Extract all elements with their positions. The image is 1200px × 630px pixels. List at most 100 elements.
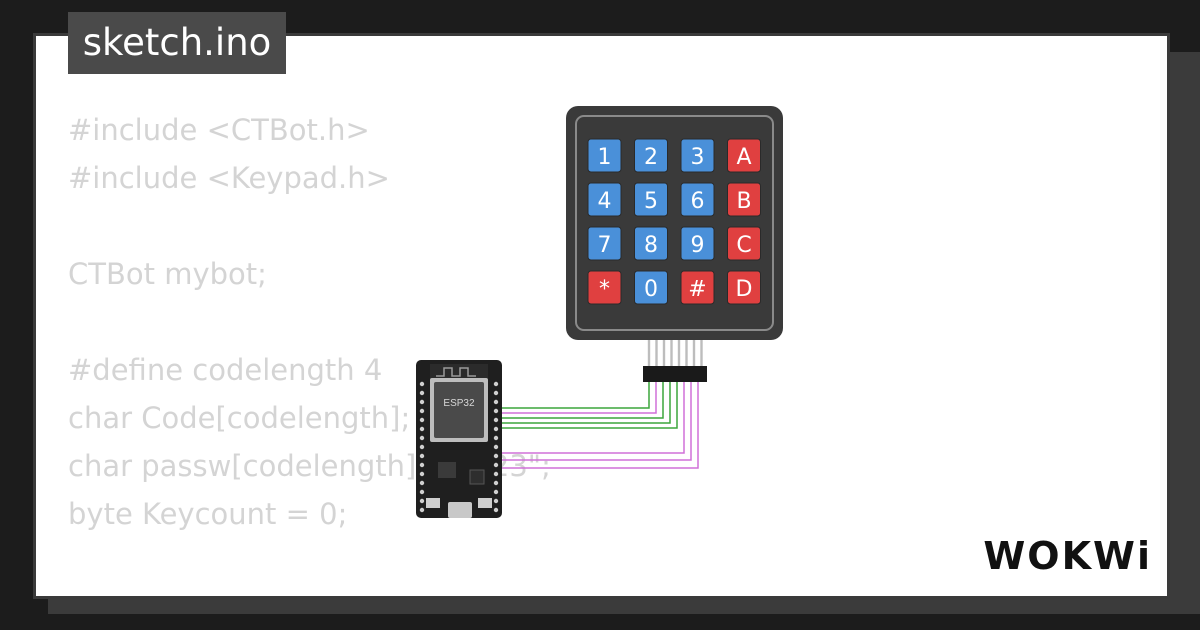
keypad-key[interactable]: A [727,138,761,173]
antenna-trace [436,367,476,377]
board-pin [493,489,499,495]
keypad-key[interactable]: D [727,270,761,305]
key-label: 4 [598,189,612,214]
key-face [727,138,761,173]
wire [498,382,678,429]
key-label: 8 [644,233,658,258]
wire [498,382,664,419]
board-pin [493,462,499,468]
key-face [680,226,715,261]
esp32-board[interactable]: ESP32 [416,360,502,518]
key-label: 6 [691,189,705,214]
board-pin [493,426,499,432]
code-editor: #include <CTBot.h>#include <Keypad.h>CTB… [68,106,551,596]
keypad-key[interactable]: 6 [680,182,715,217]
code-line: CTBot mybot; [68,257,267,291]
board-pin [419,444,425,450]
key-label: 5 [644,189,658,214]
key-label: B [736,189,751,214]
board-pin [419,462,425,468]
wire [498,382,699,469]
key-label: A [736,145,751,170]
key-label: # [688,277,706,302]
key-face [587,182,622,217]
key-face [634,226,668,261]
key-face [727,182,761,217]
keypad-keys: 1 2 3 A 4 5 6 B 7 8 9 C * 0 # D [587,138,761,305]
board-pin [419,480,425,486]
board-pin-headers [419,381,499,513]
key-label: 2 [644,145,658,170]
board-pin [493,390,499,396]
key-label: 3 [691,145,705,170]
keypad-key[interactable]: 0 [634,270,668,305]
key-face [727,270,761,305]
esp32-label: ESP32 [443,398,475,409]
key-label: 9 [691,233,705,258]
board-pin [493,381,499,387]
keypad-key[interactable]: 8 [634,226,668,261]
connector-pin [655,340,658,368]
code-line: const byte ROWS = 4; [68,586,551,596]
keypad-connector [643,340,707,382]
en-button[interactable] [478,498,492,508]
connector-pin [670,340,673,368]
wokwi-logo: WOKWi [983,534,1152,578]
board-pin [493,408,499,414]
key-face [680,182,715,217]
board-pin [419,399,425,405]
keypad-key[interactable]: 7 [587,226,622,261]
code-line: byte Keycount = 0; [68,497,348,531]
keypad-key[interactable]: B [727,182,761,217]
keypad-bezel [575,115,774,331]
key-label: 1 [598,145,612,170]
code-line: #define codelength 4 [68,353,383,387]
keypad-key[interactable]: # [680,270,715,305]
keypad-4x4[interactable]: 1 2 3 A 4 5 6 B 7 8 9 C * 0 # D [566,106,783,340]
board-pin [419,390,425,396]
key-label: C [736,233,751,258]
file-tab[interactable]: sketch.ino [68,12,286,74]
boot-button[interactable] [426,498,440,508]
key-face [634,182,668,217]
board-pin [419,498,425,504]
board-pin [493,471,499,477]
connector-header [643,366,707,382]
board-pin [493,399,499,405]
key-face [634,138,668,173]
esp32-module [434,382,484,438]
wire [498,382,657,414]
keypad-key[interactable]: 4 [587,182,622,217]
usb-port [448,502,472,518]
wires [498,382,699,469]
keypad-key[interactable]: 2 [634,138,668,173]
board-pin [493,417,499,423]
board-pin [493,507,499,513]
board-pin [419,417,425,423]
usb-chip [469,469,485,485]
board-pin [493,453,499,459]
key-label: 7 [598,233,612,258]
board-pin [493,435,499,441]
key-face [680,138,715,173]
key-label: D [736,277,753,302]
connector-pin [685,340,688,368]
keypad-key[interactable]: * [587,270,622,305]
keypad-key[interactable]: C [727,226,761,261]
key-face [587,270,622,305]
keypad-key[interactable]: 3 [680,138,715,173]
wire [498,382,650,409]
key-face [680,270,715,305]
board-pin [419,435,425,441]
connector-pin [692,340,696,368]
board-pin [493,480,499,486]
board-pin [419,381,425,387]
board-pin [419,453,425,459]
wire [498,382,692,461]
keypad-key[interactable]: 5 [634,182,668,217]
keypad-key[interactable]: 9 [680,226,715,261]
board-pin [419,426,425,432]
connector-pin [647,340,651,368]
keypad-key[interactable]: 1 [587,138,622,173]
